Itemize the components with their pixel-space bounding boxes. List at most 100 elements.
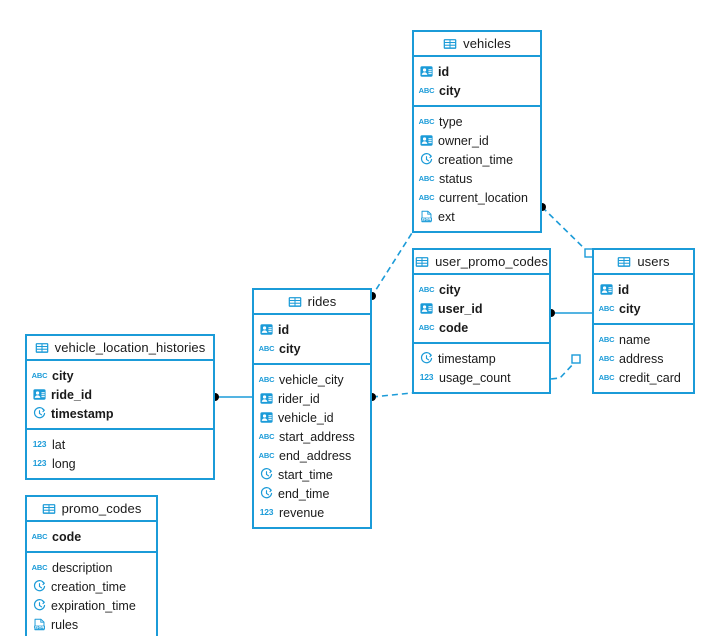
column-row[interactable]: end_time	[254, 484, 370, 503]
entity-header-promo_codes[interactable]: promo_codes	[27, 497, 156, 522]
abc-string-icon: ABC	[258, 431, 275, 441]
column-label: start_address	[279, 429, 355, 444]
column-row[interactable]: rider_id	[254, 389, 370, 408]
table-grid-icon	[617, 255, 631, 269]
column-label: usage_count	[439, 370, 511, 385]
column-row[interactable]: ABC name	[594, 330, 693, 349]
abc-string-icon: ABC	[258, 343, 275, 353]
column-row[interactable]: creation_time	[414, 150, 540, 169]
column-label: timestamp	[438, 351, 496, 366]
column-row[interactable]: owner_id	[414, 131, 540, 150]
column-label: name	[619, 332, 651, 347]
table-grid-icon	[35, 341, 49, 355]
entity-title: promo_codes	[61, 501, 142, 516]
abc-string-icon: ABC	[598, 372, 615, 382]
primary-key-label: ride_id	[51, 387, 92, 402]
column-label: address	[619, 351, 664, 366]
column-label: creation_time	[438, 152, 514, 167]
column-row[interactable]: timestamp	[414, 349, 549, 368]
column-label: description	[52, 560, 113, 575]
column-row[interactable]: start_time	[254, 465, 370, 484]
column-label: lat	[52, 437, 66, 452]
entity-header-vehicle_location_histories[interactable]: vehicle_location_histories	[27, 336, 213, 361]
column-row[interactable]: ABC start_address	[254, 427, 370, 446]
column-label: revenue	[279, 505, 325, 520]
column-label: status	[439, 171, 473, 186]
primary-key-row[interactable]: timestamp	[27, 404, 213, 423]
column-row[interactable]: ABC credit_card	[594, 368, 693, 387]
column-row[interactable]: expiration_time	[27, 596, 156, 615]
primary-key-row[interactable]: ride_id	[27, 385, 213, 404]
column-row[interactable]: JSON ext	[414, 207, 540, 226]
column-label: rider_id	[278, 391, 320, 406]
column-label: ext	[438, 209, 455, 224]
primary-key-label: id	[438, 64, 450, 79]
primary-key-row[interactable]: id	[414, 62, 540, 81]
primary-key-label: id	[278, 322, 290, 337]
column-row[interactable]: 123 revenue	[254, 503, 370, 522]
primary-key-label: city	[619, 301, 641, 316]
relationship-square-marker	[571, 354, 581, 364]
entity-title: vehicle_location_histories	[54, 340, 206, 355]
column-row[interactable]: creation_time	[27, 577, 156, 596]
primary-key-row[interactable]: user_id	[414, 299, 549, 318]
entity-header-rides[interactable]: rides	[254, 290, 370, 315]
clock-timestamp-icon	[419, 153, 433, 167]
primary-key-label: code	[52, 529, 82, 544]
relationship-user_promo_codes-users[interactable]	[547, 309, 592, 317]
123-number-icon: 123	[419, 372, 434, 383]
abc-string-icon: ABC	[258, 450, 275, 460]
column-label: end_time	[278, 486, 330, 501]
relationship-vehicle_location_histories-rides[interactable]	[211, 393, 252, 401]
svg-text:JSON: JSON	[420, 218, 431, 222]
column-row[interactable]: 123 usage_count	[414, 368, 549, 387]
entity-header-user_promo_codes[interactable]: user_promo_codes	[414, 250, 549, 275]
primary-key-label: code	[439, 320, 469, 335]
primary-key-row[interactable]: id	[594, 280, 693, 299]
column-label: current_location	[439, 190, 528, 205]
entity-header-vehicles[interactable]: vehicles	[414, 32, 540, 57]
entity-header-users[interactable]: users	[594, 250, 693, 275]
primary-key-row[interactable]: ABC code	[414, 318, 549, 337]
column-label: type	[439, 114, 463, 129]
clock-timestamp-icon	[259, 468, 273, 482]
key-id-card-icon	[419, 134, 433, 148]
abc-string-icon: ABC	[418, 322, 435, 332]
primary-key-row[interactable]: id	[254, 320, 370, 339]
column-label: vehicle_city	[279, 372, 344, 387]
abc-string-icon: ABC	[598, 334, 615, 344]
column-label: credit_card	[619, 370, 681, 385]
key-id-card-icon	[599, 283, 613, 297]
123-number-icon: 123	[259, 507, 274, 518]
entity-title: user_promo_codes	[435, 254, 548, 269]
column-row[interactable]: vehicle_id	[254, 408, 370, 427]
